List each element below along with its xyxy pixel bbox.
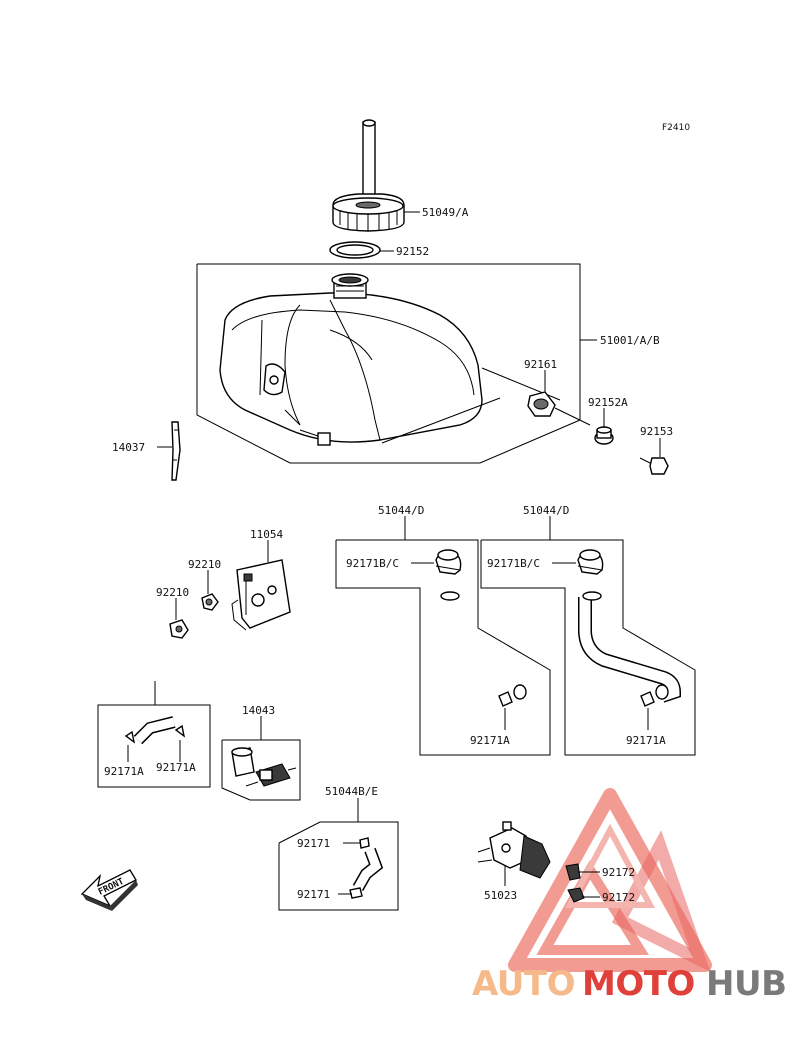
small-hose-part bbox=[124, 716, 186, 745]
label-filter: 14043 bbox=[242, 704, 275, 717]
nut-upper-part bbox=[201, 593, 219, 611]
watermark-logo bbox=[508, 788, 712, 972]
label-nut-lower: 92210 bbox=[156, 586, 189, 599]
label-tank: 51001/A/B bbox=[600, 334, 660, 347]
label-collar: 92152A bbox=[588, 396, 628, 409]
watermark-part1: AUTO bbox=[472, 964, 575, 1004]
hose-set-2-hose bbox=[578, 591, 682, 703]
fuel-cap-part bbox=[332, 119, 405, 232]
label-nut-upper: 92210 bbox=[188, 558, 221, 571]
valve-clip-upper-part bbox=[565, 863, 581, 881]
label-bolt: 92153 bbox=[640, 425, 673, 438]
label-grommet: 92161 bbox=[524, 358, 557, 371]
label-hose-set-2-clamp-bottom: 92171A bbox=[626, 734, 666, 747]
valve-clip-lower-part bbox=[567, 887, 585, 903]
bolt-part bbox=[639, 457, 669, 475]
label-small-hose-clamp-right: 92171A bbox=[156, 761, 196, 774]
band-part bbox=[171, 421, 181, 481]
label-gasket: 92152 bbox=[396, 245, 429, 258]
label-band: 14037 bbox=[112, 441, 145, 454]
hose-set-1-clamp bbox=[435, 549, 462, 575]
hose-set-1-hose bbox=[437, 591, 538, 702]
hose-b-part bbox=[349, 837, 384, 899]
bracket-part bbox=[231, 559, 291, 631]
hose-set-2-outline bbox=[480, 539, 696, 756]
label-hose-set-2-clamp-top: 92171B/C bbox=[487, 557, 540, 570]
fuel-valve-part bbox=[477, 821, 551, 879]
front-arrow-icon: FRONT bbox=[80, 869, 138, 911]
watermark-text: AUTO MOTO HUB bbox=[472, 964, 787, 1004]
fuel-tank-part bbox=[219, 273, 561, 446]
tank-group-outline bbox=[196, 263, 581, 464]
label-valve-clip-lower: 92172 bbox=[602, 891, 635, 904]
grommet-part bbox=[527, 391, 556, 417]
label-hose-set-1-clamp-bottom: 92171A bbox=[470, 734, 510, 747]
watermark-part3: HUB bbox=[706, 964, 786, 1004]
hose-b-outline bbox=[278, 821, 399, 911]
label-hose-set-2: 51044/D bbox=[523, 504, 569, 517]
label-valve-clip-upper: 92172 bbox=[602, 866, 635, 879]
label-hose-set-1: 51044/D bbox=[378, 504, 424, 517]
label-bracket: 11054 bbox=[250, 528, 283, 541]
hose-set-1-outline bbox=[335, 539, 551, 756]
label-hose-b-clamp-top: 92171 bbox=[297, 837, 330, 850]
label-hose-set-1-clamp-top: 92171B/C bbox=[346, 557, 399, 570]
label-cap: 51049/A bbox=[422, 206, 469, 219]
hose-set-1-clip bbox=[498, 691, 513, 707]
collar-part bbox=[594, 426, 614, 445]
filter-outline bbox=[221, 739, 301, 801]
watermark-part2: MOTO bbox=[582, 964, 695, 1004]
label-hose-b: 51044B/E bbox=[325, 785, 378, 798]
label-hose-b-clamp-bottom: 92171 bbox=[297, 888, 330, 901]
hose-set-2-clamp bbox=[577, 549, 604, 575]
hose-set-2-clip bbox=[640, 691, 655, 707]
label-small-hose-clamp-left: 92171A bbox=[104, 765, 144, 778]
diagram-code: F2410 bbox=[662, 123, 690, 133]
filter-part bbox=[231, 747, 297, 787]
nut-lower-part bbox=[169, 619, 189, 639]
small-hose-outline bbox=[97, 704, 211, 788]
label-valve: 51023 bbox=[484, 889, 517, 902]
